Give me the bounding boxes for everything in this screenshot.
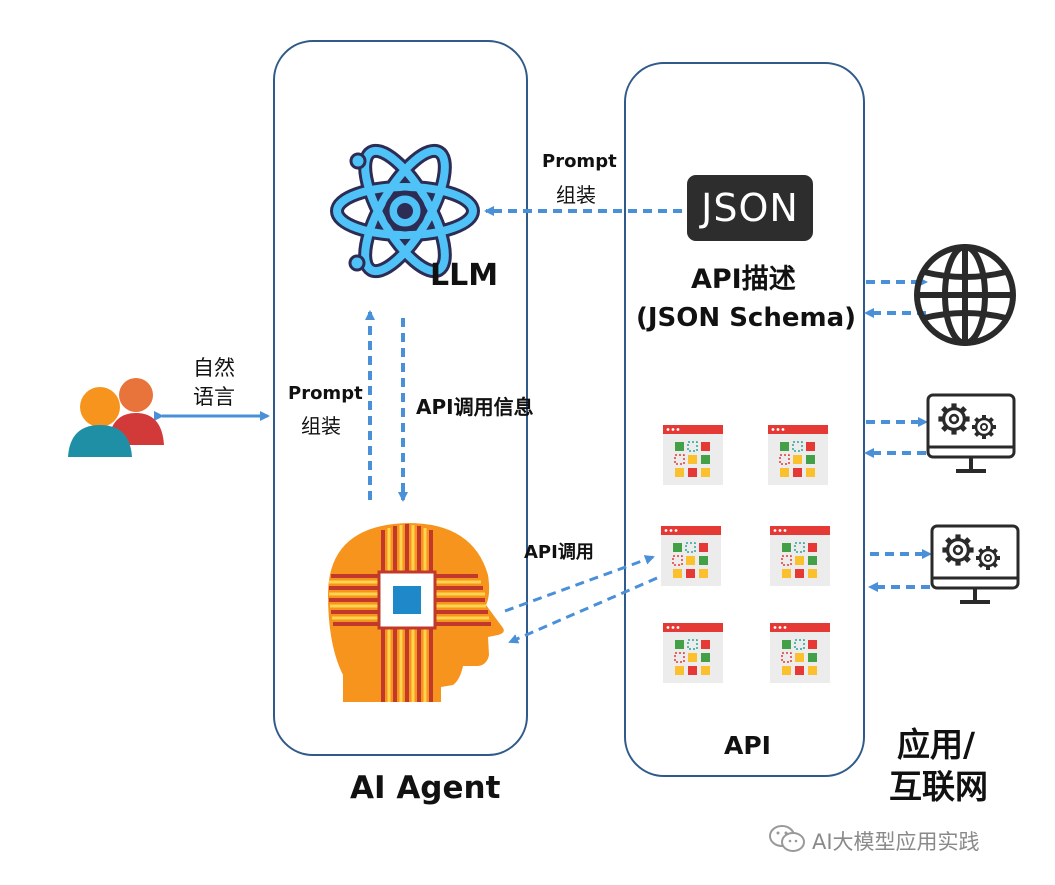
prompt-top-line1: Prompt bbox=[542, 151, 617, 172]
api-call-label: API调用 bbox=[524, 542, 594, 563]
json-icon: JSON bbox=[687, 175, 813, 241]
api-desc-line1: API描述 bbox=[691, 264, 796, 295]
natural-language-label-line1: 自然 bbox=[193, 356, 235, 380]
api-window-icon bbox=[662, 424, 724, 486]
api-window-icon bbox=[767, 424, 829, 486]
atom-icon bbox=[330, 143, 480, 279]
api-window-icon bbox=[769, 525, 831, 587]
monitor-gear-icon bbox=[926, 393, 1018, 475]
ai-agent-title: AI Agent bbox=[350, 770, 501, 806]
monitor-gear-icon bbox=[930, 524, 1022, 606]
api-window-icon bbox=[660, 525, 722, 587]
prompt-top-line2: 组装 bbox=[556, 183, 596, 207]
apps-label-line2: 互联网 bbox=[889, 767, 988, 806]
ai-head-icon bbox=[328, 523, 504, 702]
api-info-label: API调用信息 bbox=[416, 395, 534, 419]
prompt-left-line1: Prompt bbox=[288, 383, 363, 404]
apps-label-line1: 应用/ bbox=[897, 725, 976, 764]
watermark-text: AI大模型应用实践 bbox=[812, 830, 980, 854]
api-window-icon bbox=[662, 622, 724, 684]
users-icon bbox=[68, 378, 164, 457]
prompt-left-line2: 组装 bbox=[301, 414, 341, 438]
api-panel-title: API bbox=[724, 731, 771, 760]
llm-label: LLM bbox=[430, 258, 499, 293]
api-window-icon bbox=[769, 622, 831, 684]
api-call-arrow bbox=[504, 555, 655, 613]
natural-language-label-line2: 语言 bbox=[193, 385, 235, 409]
api-desc-line2: (JSON Schema) bbox=[636, 303, 856, 333]
globe-icon bbox=[914, 244, 1016, 346]
wechat-icon bbox=[769, 825, 805, 852]
api-return-arrow bbox=[508, 576, 658, 644]
